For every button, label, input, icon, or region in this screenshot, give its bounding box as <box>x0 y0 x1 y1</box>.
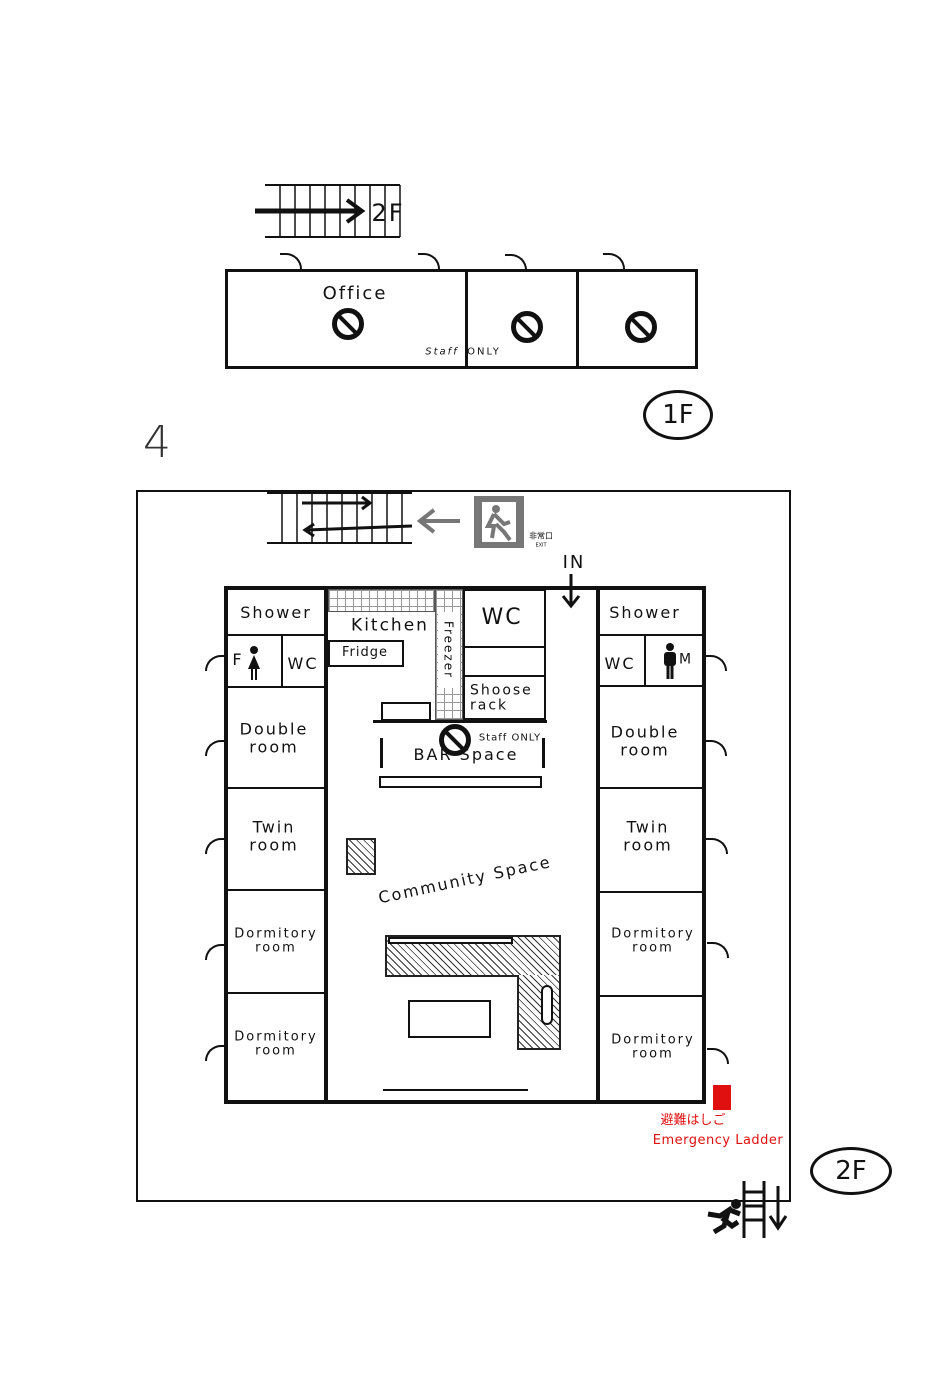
wall <box>576 269 579 369</box>
wall <box>281 636 283 688</box>
pillar <box>346 838 376 875</box>
door-icon <box>603 253 625 269</box>
counter-line <box>373 720 547 723</box>
wall <box>226 686 326 688</box>
room-left-dormitory-2: Dormitory room <box>234 1029 318 1059</box>
escape-ladder-icon <box>707 1181 788 1238</box>
emergency-exit-sign-icon <box>474 496 524 548</box>
center-wc-block <box>463 589 546 720</box>
center-wc-label: WC <box>481 604 523 630</box>
room-left-dormitory-1: Dormitory room <box>234 926 318 956</box>
door-icon <box>205 740 227 756</box>
female-icon <box>248 646 260 680</box>
emergency-ladder-en: Emergency Ladder <box>652 1132 784 1148</box>
female-label: F <box>232 650 244 670</box>
fridge-label: Fridge <box>342 644 388 660</box>
door-icon <box>280 253 302 269</box>
room-left-wc: WC <box>287 654 319 674</box>
table <box>517 975 561 1050</box>
freezer-label: Freezer <box>441 620 456 680</box>
entrance-arrow-icon <box>561 574 581 609</box>
wall <box>598 787 702 789</box>
exit-sign-jp: 非常口 <box>529 531 553 541</box>
wall <box>463 675 546 677</box>
stairs-2f-label: 2F <box>371 198 405 227</box>
floor-badge-2f: 2F <box>810 1147 892 1195</box>
exit-sign-en: EXIT <box>535 542 547 549</box>
kitchen-label: Kitchen <box>351 615 429 636</box>
floor1-building <box>225 269 698 369</box>
wall <box>465 269 468 369</box>
freezer <box>438 612 460 688</box>
stairs-icon <box>267 492 460 544</box>
room-left-shower: Shower <box>240 603 312 623</box>
wall <box>598 685 702 687</box>
wall <box>324 586 328 1104</box>
room-right-dormitory-2: Dormitory room <box>611 1032 695 1062</box>
wall <box>226 634 326 636</box>
door-icon <box>418 253 440 269</box>
room-right-shower: Shower <box>609 603 681 623</box>
door-icon <box>205 655 227 671</box>
stairs-to-2f-icon <box>255 184 401 238</box>
no-entry-icon <box>439 724 471 756</box>
door-icon <box>505 254 527 270</box>
room-left-double: Double room <box>239 719 309 756</box>
wall <box>598 634 702 636</box>
wall <box>463 646 546 648</box>
wall <box>596 586 600 1104</box>
sink <box>381 702 431 721</box>
entrance-label: IN <box>562 552 586 574</box>
male-label: M <box>678 651 694 668</box>
room-left-twin: Twin room <box>249 817 299 854</box>
wall <box>226 992 326 994</box>
room-right-dormitory-1: Dormitory room <box>611 926 695 956</box>
floor2-outline <box>136 490 791 1202</box>
wall <box>226 787 326 789</box>
bench-line <box>383 1089 528 1091</box>
floor-badge-1f: 1F <box>643 390 713 440</box>
emergency-ladder-marker <box>713 1085 731 1110</box>
only-label: ONLY <box>467 346 501 358</box>
no-entry-icon <box>511 311 543 343</box>
room-right-wc: WC <box>604 654 636 674</box>
wall <box>598 995 702 997</box>
shoe-rack-label: Shoose rack <box>470 682 533 714</box>
table-shelf <box>541 985 553 1025</box>
bar-edge <box>380 738 383 768</box>
emergency-ladder-jp: 避難はしご <box>660 1112 726 1128</box>
bar-counter <box>379 776 542 788</box>
bar-staff-only-label: Staff ONLY <box>478 732 542 744</box>
low-table <box>408 1000 491 1038</box>
north-symbol: 4 <box>143 416 173 468</box>
wall <box>598 891 702 893</box>
staff-label: Staff <box>425 346 459 358</box>
wall <box>226 889 326 891</box>
table-shelf <box>388 937 513 944</box>
room-right-twin: Twin room <box>623 817 673 854</box>
kitchen-counter-grid <box>328 589 435 612</box>
office-label: Office <box>322 283 388 305</box>
no-entry-icon <box>625 311 657 343</box>
fridge <box>328 640 404 667</box>
wall <box>644 636 646 686</box>
bar-edge <box>542 738 545 768</box>
door-icon <box>205 944 227 960</box>
door-icon <box>205 1045 227 1061</box>
room-right-double: Double room <box>610 722 680 759</box>
door-icon <box>205 838 227 854</box>
bar-space-label: BAR Space <box>413 745 519 765</box>
male-icon <box>664 643 676 679</box>
no-entry-icon <box>332 308 364 340</box>
